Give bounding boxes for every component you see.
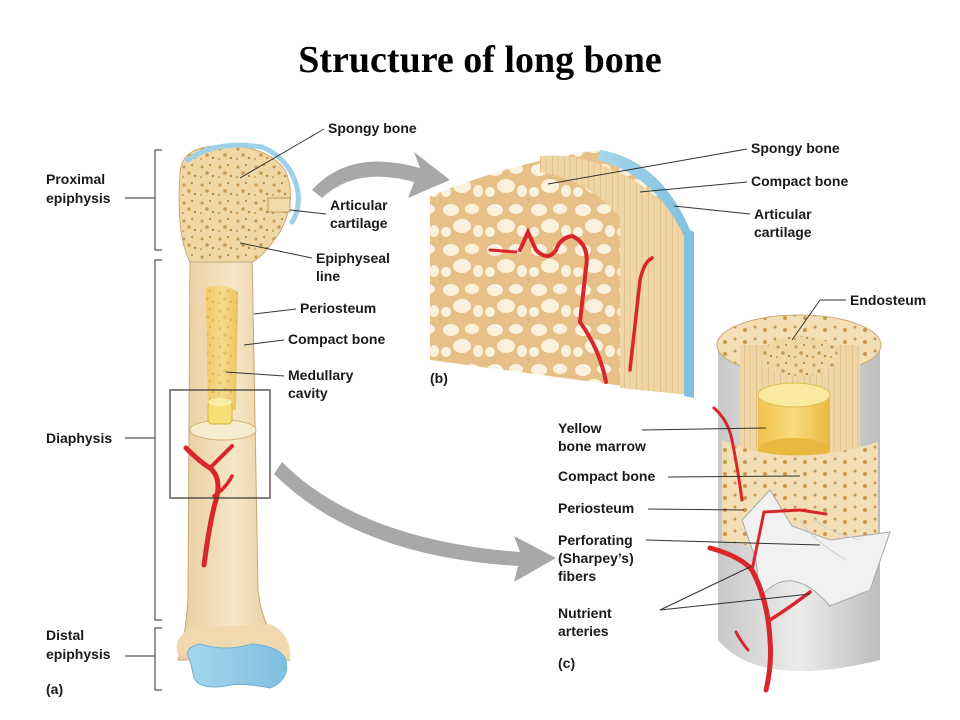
tag-panel-b: (b) — [430, 370, 448, 386]
label-a-medullary-2: cavity — [288, 385, 328, 401]
label-b-compact: Compact bone — [751, 173, 848, 189]
tag-panel-a: (a) — [46, 681, 63, 697]
label-proximal-2: epiphysis — [46, 190, 111, 206]
label-c-endosteum: Endosteum — [850, 292, 926, 308]
label-a-epiphyseal-2: line — [316, 268, 340, 284]
label-b-articular-2: cartilage — [754, 224, 812, 240]
label-a-medullary-1: Medullary — [288, 367, 354, 383]
label-distal-2: epiphysis — [46, 646, 111, 662]
label-diaphysis: Diaphysis — [46, 430, 112, 446]
label-c-yellow-2: bone marrow — [558, 438, 646, 454]
label-proximal-1: Proximal — [46, 171, 105, 187]
label-c-perforating-3: fibers — [558, 568, 596, 584]
label-c-nutrient-1: Nutrient — [558, 605, 612, 621]
panel-a-bone — [169, 142, 301, 689]
label-c-compact: Compact bone — [558, 468, 655, 484]
label-c-yellow-1: Yellow — [558, 420, 602, 436]
label-b-articular-1: Articular — [754, 206, 812, 222]
panel-a-labels: Proximal epiphysis Diaphysis Distal epip… — [46, 120, 417, 697]
bracket-lines — [125, 149, 162, 691]
label-a-periosteum: Periosteum — [300, 300, 376, 316]
label-c-nutrient-2: arteries — [558, 623, 609, 639]
label-a-epiphyseal-1: Epiphyseal — [316, 250, 390, 266]
page-title: Structure of long bone — [298, 39, 662, 81]
label-b-spongy: Spongy bone — [751, 140, 840, 156]
label-distal-1: Distal — [46, 627, 84, 643]
panel-b-labels: Spongy bone Compact bone Articular carti… — [430, 140, 848, 386]
tag-panel-c: (c) — [558, 655, 575, 671]
panel-b-section — [430, 150, 694, 398]
zoom-arrow-bottom — [274, 462, 556, 582]
label-a-articular-2: cartilage — [330, 215, 388, 231]
label-c-periosteum: Periosteum — [558, 500, 634, 516]
label-c-perforating-2: (Sharpey’s) — [558, 550, 634, 566]
panel-c-labels: Endosteum Yellow bone marrow Compact bon… — [558, 292, 926, 671]
label-a-compact: Compact bone — [288, 331, 385, 347]
panel-c-section — [707, 314, 891, 693]
zoom-arrow-top — [312, 152, 450, 198]
label-a-spongy: Spongy bone — [328, 120, 417, 136]
label-a-articular-1: Articular — [330, 197, 388, 213]
label-c-perforating-1: Perforating — [558, 532, 633, 548]
